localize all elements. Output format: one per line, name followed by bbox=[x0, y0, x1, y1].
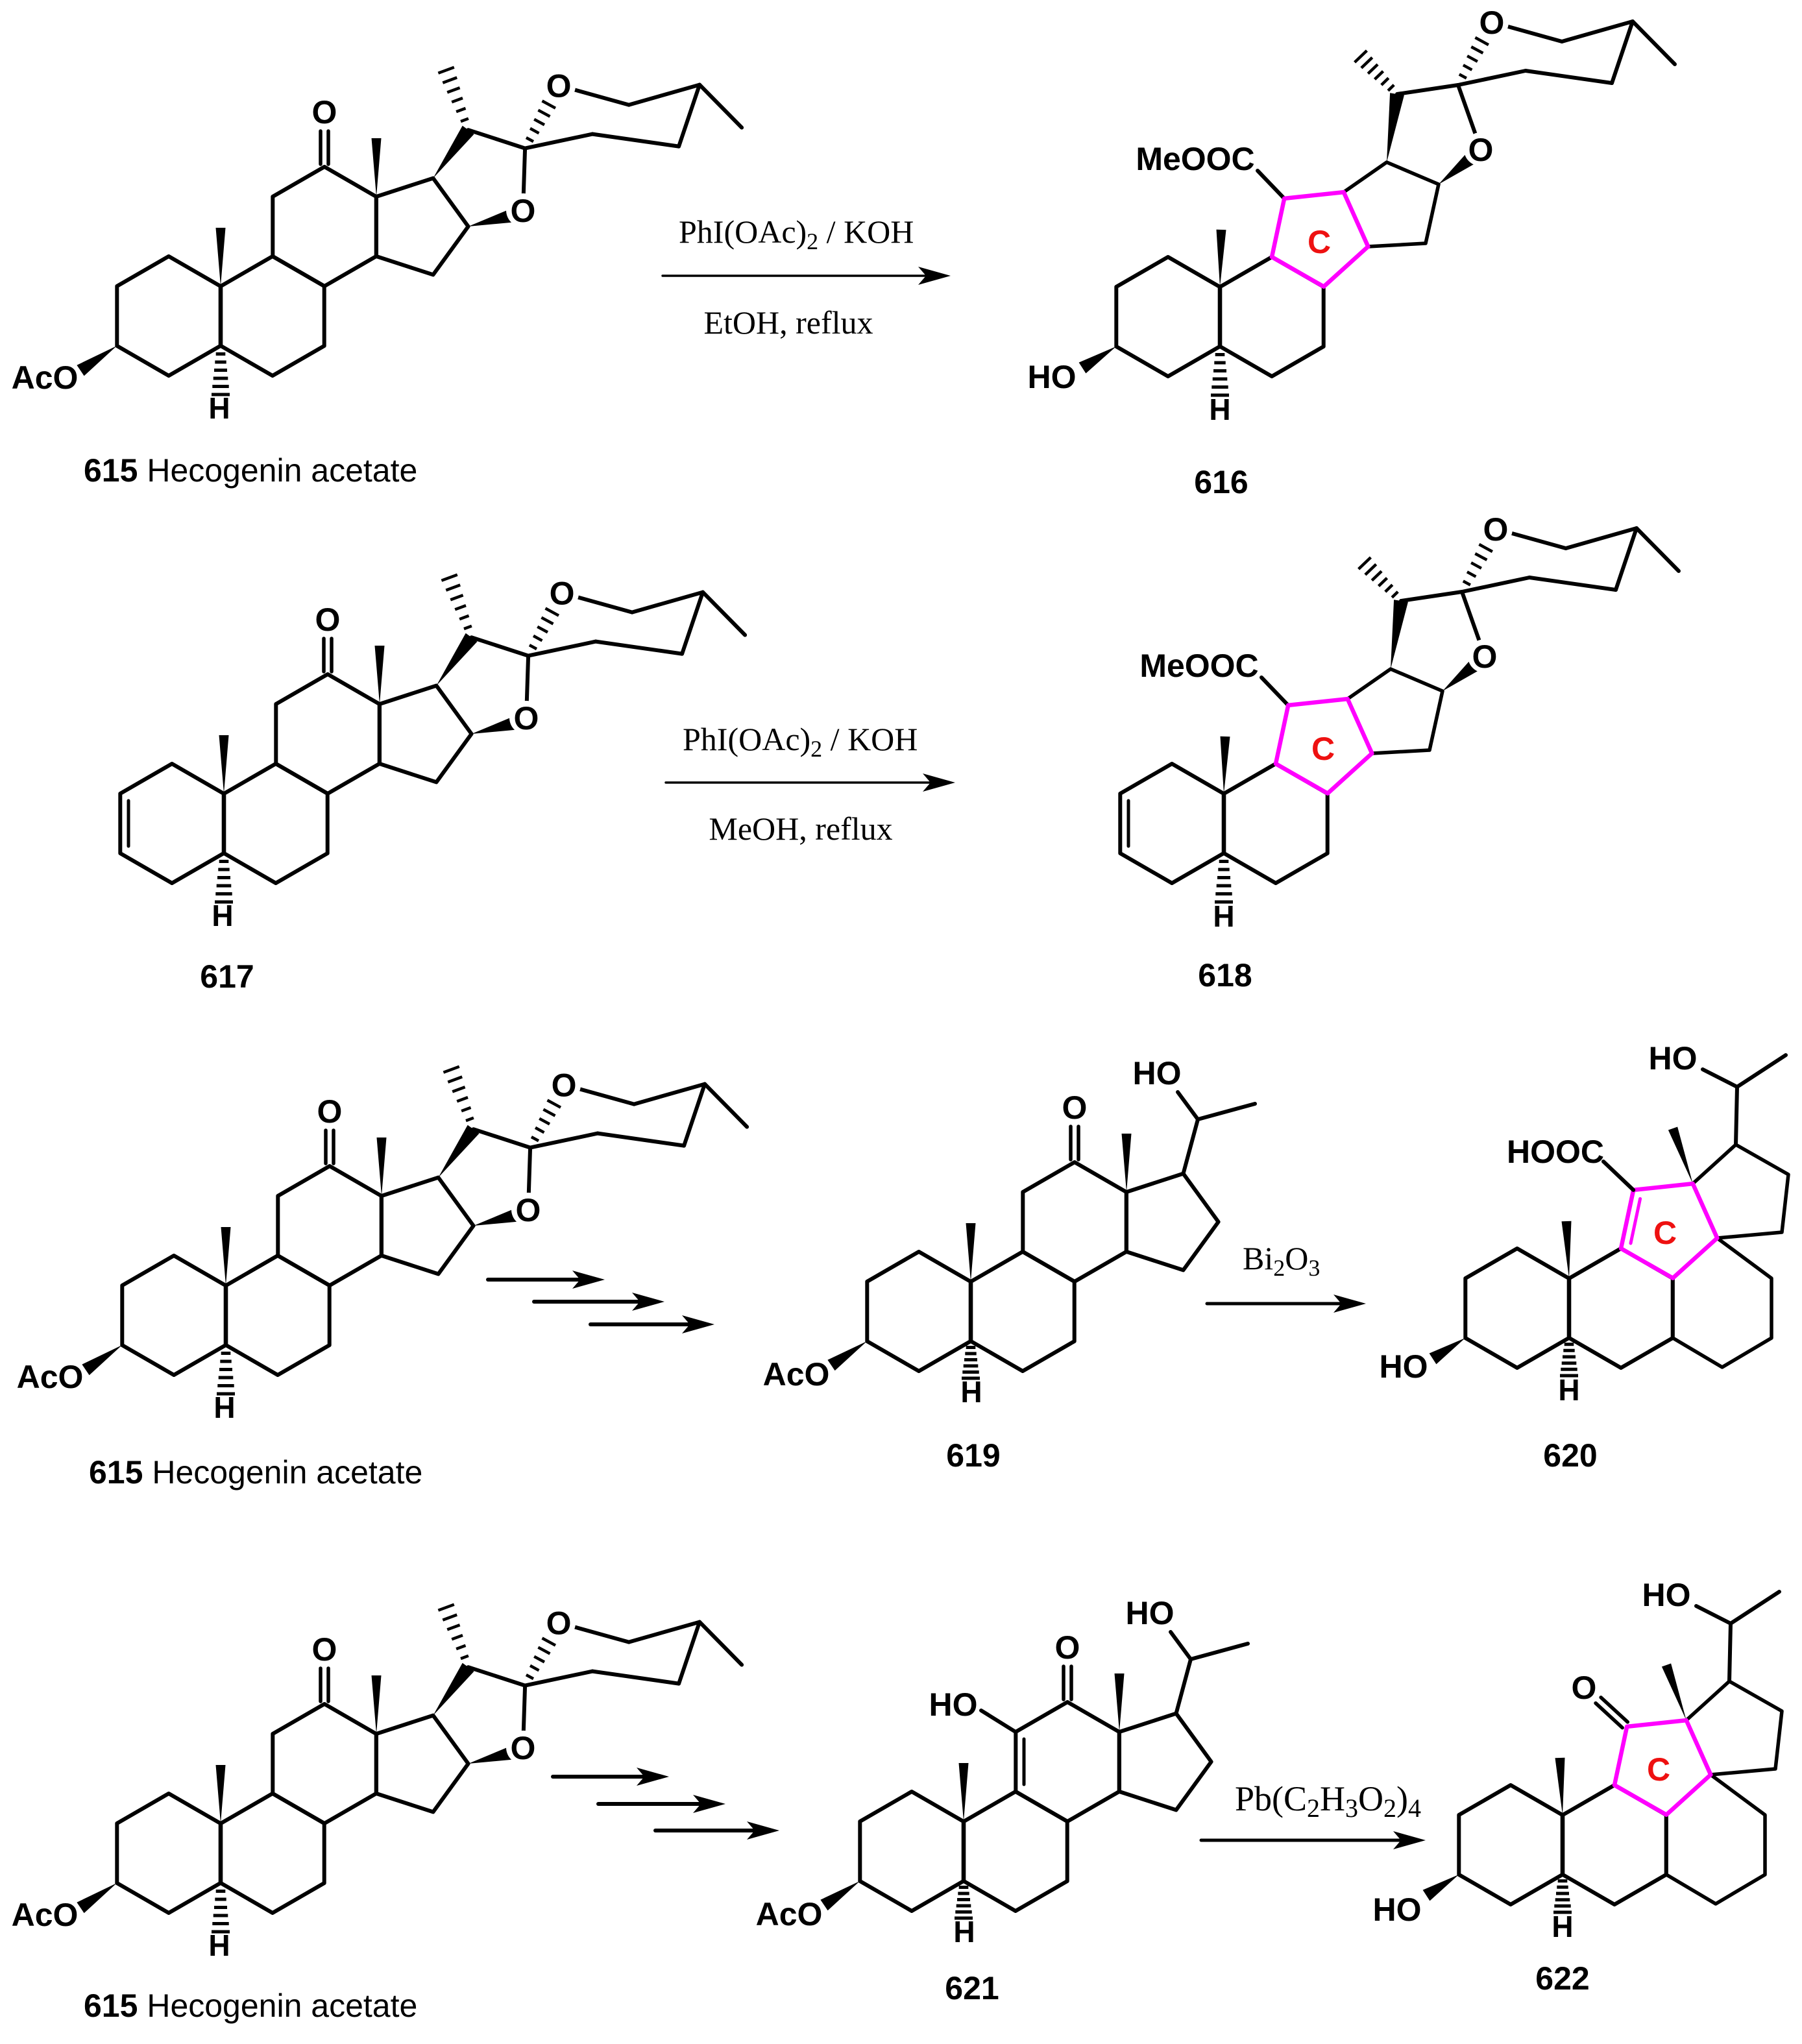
svg-text:616: 616 bbox=[1194, 464, 1248, 500]
svg-text:619: 619 bbox=[946, 1437, 1000, 1474]
svg-text:O: O bbox=[1472, 639, 1498, 675]
svg-text:HOOC: HOOC bbox=[1507, 1134, 1604, 1170]
svg-text:H: H bbox=[1213, 899, 1234, 933]
svg-text:O: O bbox=[516, 1192, 541, 1228]
svg-text:O: O bbox=[511, 193, 536, 229]
svg-text:O: O bbox=[1055, 1629, 1080, 1666]
svg-text:C: C bbox=[1653, 1215, 1677, 1251]
svg-text:HO: HO bbox=[1028, 359, 1077, 395]
svg-text:O: O bbox=[312, 94, 337, 130]
svg-text:H: H bbox=[208, 1928, 230, 1962]
svg-text:H: H bbox=[212, 899, 233, 932]
svg-text:H: H bbox=[208, 391, 230, 425]
svg-text:O: O bbox=[546, 1605, 572, 1642]
svg-text:O: O bbox=[550, 576, 575, 612]
svg-text:EtOH, reflux: EtOH, reflux bbox=[703, 304, 873, 341]
svg-text:C: C bbox=[1308, 224, 1331, 260]
svg-text:AcO: AcO bbox=[12, 1897, 79, 1933]
svg-text:PhI(OAc)2 / KOH: PhI(OAc)2 / KOH bbox=[679, 213, 914, 254]
svg-text:O: O bbox=[546, 68, 572, 104]
svg-text:O: O bbox=[315, 602, 341, 638]
svg-text:C: C bbox=[1311, 731, 1335, 767]
svg-text:O: O bbox=[552, 1067, 577, 1104]
svg-text:O: O bbox=[1479, 5, 1505, 41]
svg-text:H: H bbox=[953, 1915, 975, 1949]
svg-text:615 Hecogenin acetate: 615 Hecogenin acetate bbox=[89, 1454, 422, 1490]
svg-text:HO: HO bbox=[1126, 1595, 1175, 1631]
svg-text:620: 620 bbox=[1543, 1437, 1597, 1474]
svg-text:PhI(OAc)2 / KOH: PhI(OAc)2 / KOH bbox=[683, 721, 918, 762]
svg-text:HO: HO bbox=[929, 1686, 978, 1723]
svg-text:AcO: AcO bbox=[756, 1896, 823, 1932]
svg-text:621: 621 bbox=[945, 1970, 999, 2006]
svg-text:MeOOC: MeOOC bbox=[1136, 141, 1254, 177]
svg-text:617: 617 bbox=[200, 958, 254, 995]
svg-text:O: O bbox=[1483, 511, 1509, 548]
svg-text:MeOOC: MeOOC bbox=[1139, 648, 1258, 684]
svg-text:H: H bbox=[960, 1375, 982, 1409]
svg-text:622: 622 bbox=[1535, 1960, 1589, 1997]
svg-text:HO: HO bbox=[1380, 1348, 1428, 1385]
svg-text:HO: HO bbox=[1133, 1055, 1182, 1091]
svg-text:618: 618 bbox=[1198, 957, 1252, 993]
svg-text:O: O bbox=[514, 700, 539, 736]
svg-text:O: O bbox=[1468, 132, 1494, 168]
svg-text:O: O bbox=[1572, 1670, 1597, 1706]
svg-text:615 Hecogenin acetate: 615 Hecogenin acetate bbox=[84, 452, 417, 489]
svg-text:O: O bbox=[1062, 1089, 1088, 1126]
svg-text:O: O bbox=[511, 1730, 536, 1766]
svg-text:O: O bbox=[317, 1093, 343, 1130]
svg-text:H: H bbox=[1209, 393, 1230, 426]
svg-text:O: O bbox=[312, 1631, 337, 1668]
svg-text:AcO: AcO bbox=[17, 1359, 84, 1395]
svg-text:H: H bbox=[1558, 1373, 1579, 1407]
svg-text:C: C bbox=[1647, 1751, 1670, 1788]
svg-text:HO: HO bbox=[1649, 1040, 1698, 1077]
svg-text:AcO: AcO bbox=[12, 359, 79, 396]
svg-text:H: H bbox=[213, 1391, 235, 1424]
svg-text:MeOH, reflux: MeOH, reflux bbox=[709, 810, 892, 847]
svg-text:H: H bbox=[1552, 1910, 1573, 1943]
svg-text:AcO: AcO bbox=[763, 1356, 830, 1393]
svg-text:HO: HO bbox=[1373, 1892, 1422, 1928]
svg-text:HO: HO bbox=[1642, 1577, 1691, 1613]
svg-text:615 Hecogenin acetate: 615 Hecogenin acetate bbox=[84, 1988, 417, 2024]
